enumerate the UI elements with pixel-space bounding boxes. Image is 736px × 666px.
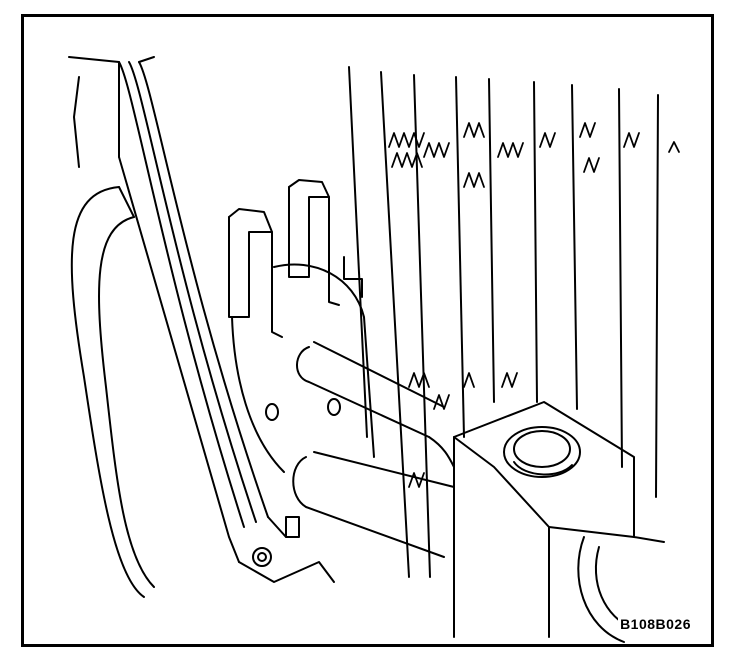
figure-frame: B108B026 (21, 14, 714, 647)
radiator-core-fins (348, 66, 659, 578)
coolant-pipes (292, 341, 455, 558)
fin-zigzags (388, 122, 680, 488)
retaining-tabs (228, 179, 363, 338)
line-art-illustration (68, 56, 680, 643)
mounting-bolt (252, 547, 272, 567)
support-bracket (68, 56, 335, 583)
hose-loop (70, 186, 155, 598)
filler-neck-box (453, 401, 665, 638)
figure-code: B108B026 (618, 616, 693, 632)
tank-flange (231, 263, 375, 473)
lower-tab (285, 516, 300, 538)
